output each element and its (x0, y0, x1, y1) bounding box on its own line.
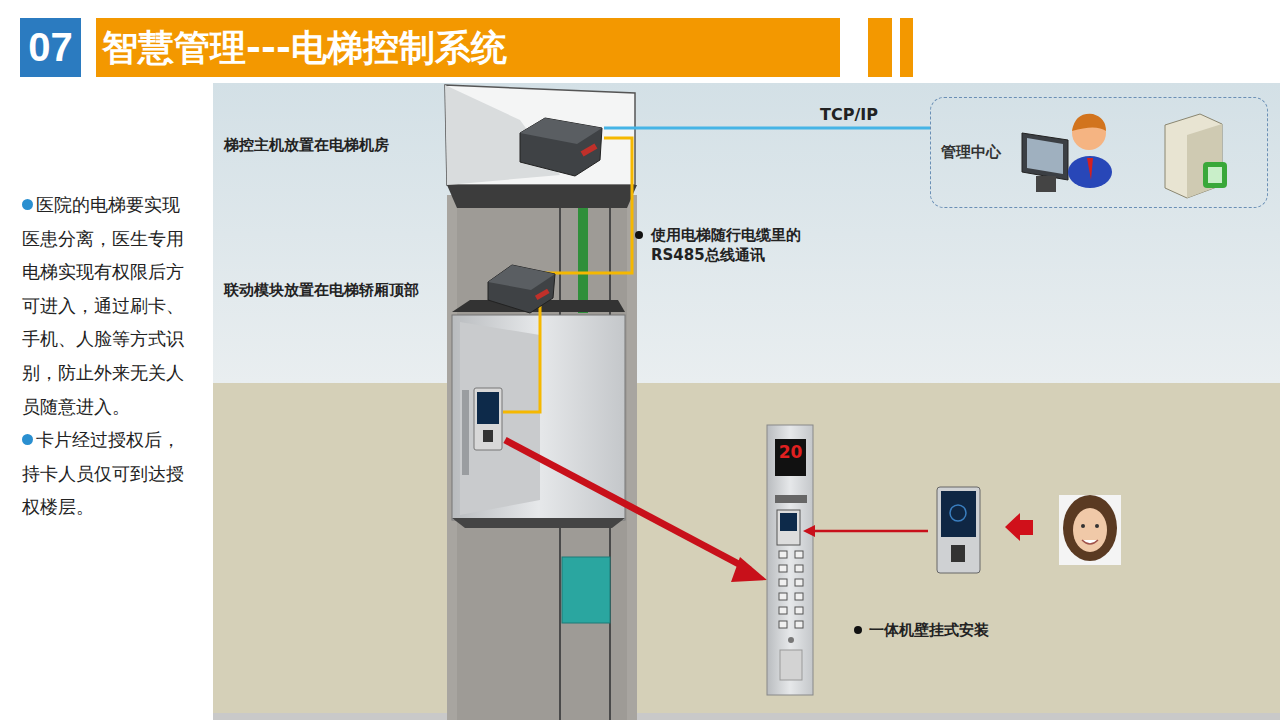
machine-room (445, 85, 635, 185)
earth-ground (213, 383, 1280, 720)
host-unit-top (520, 118, 602, 144)
protocol-label: TCP/IP (820, 105, 878, 125)
sky-ground (213, 83, 1280, 383)
red-arrow (505, 440, 750, 570)
bullet-paragraph: 医院的电梯要实现医患分离，医生专用电梯实现有权限后方可进入，通过刷卡、手机、人脸… (22, 188, 184, 423)
management-center-box: 管理中心 (930, 97, 1268, 208)
module-led (535, 289, 550, 300)
node-text: 07 (28, 25, 73, 70)
cabin-floor (452, 518, 625, 528)
callout-text: 梯控主机放置在电梯机房 (224, 135, 389, 155)
red-line (812, 530, 928, 533)
bullet-paragraph: 卡片经过授权后，持卡人员仅可到达授权楼层。 (22, 423, 184, 524)
slide-title: 智慧管理---电梯控制系统 (102, 18, 507, 77)
title-bar (96, 18, 840, 77)
callout-text: 一体机壁挂式安装 (869, 620, 989, 640)
wall-terminal-screen (941, 491, 976, 537)
paragraph-text: 卡片经过授权后，持卡人员仅可到达授权楼层。 (22, 429, 184, 517)
linkage-module (488, 265, 555, 313)
panel-screen (780, 513, 797, 531)
red-arrow-head (731, 557, 767, 582)
linkage-module-top (488, 265, 555, 290)
guide-rail (578, 205, 588, 313)
button-strip (462, 390, 469, 475)
user-tie (1087, 158, 1093, 180)
callout-dot (854, 626, 862, 634)
hall-panel (767, 425, 813, 695)
face-eye (1095, 524, 1099, 528)
node-text: 管理中心 (941, 143, 1001, 162)
floor-strip (213, 713, 1280, 720)
red-line-head (803, 525, 815, 537)
machine-room-floor (447, 185, 637, 208)
door-panel (562, 557, 610, 623)
wall-terminal-pad (951, 545, 965, 562)
face-hair (1063, 495, 1117, 561)
face-smile (1082, 540, 1098, 544)
face-eye (1081, 524, 1085, 528)
callout-text: 联动模块放置在电梯轿厢顶部 (224, 280, 419, 300)
face (1073, 508, 1107, 552)
terminal-screen (477, 392, 499, 424)
paragraph-text: 医院的电梯要实现医患分离，医生专用电梯实现有权限后方可进入，通过刷卡、手机、人脸… (22, 194, 184, 417)
text-column: 医院的电梯要实现医患分离，医生专用电梯实现有权限后方可进入，通过刷卡、手机、人脸… (22, 188, 184, 524)
tcp-line (604, 127, 930, 130)
bullet-dot (22, 199, 33, 210)
rs485-cable (503, 303, 540, 412)
monitor-stand (1036, 176, 1056, 192)
server-badge-grid (1208, 167, 1222, 183)
panel-slot (780, 650, 802, 680)
callout-dot (635, 231, 643, 239)
host-led (581, 143, 598, 156)
panel-keyhole (788, 637, 794, 643)
face-photo (1059, 495, 1121, 565)
panel-buttons (779, 551, 803, 628)
bullet-dot (22, 434, 33, 445)
cabin-interior (460, 322, 540, 515)
floor-number: 20 (775, 442, 806, 462)
section-number: 07 (20, 18, 81, 77)
wall-terminal-ring (950, 505, 966, 521)
wall-terminal (937, 487, 980, 573)
floor-display (775, 439, 806, 476)
callout-text: 使用电梯随行电缆里的 RS485总线通讯 (651, 225, 823, 265)
panel-plate (775, 495, 807, 503)
panel-terminal (777, 510, 800, 545)
user-body (1068, 156, 1112, 188)
deco-bar (900, 18, 913, 77)
fat-red-arrow (1005, 513, 1033, 541)
cabin-terminal (474, 388, 502, 450)
terminal-pad (483, 430, 493, 442)
monitor-screen (1027, 138, 1063, 174)
monitor-icon (1022, 133, 1068, 180)
deco-bar (868, 18, 892, 77)
server-badge (1203, 162, 1227, 188)
host-unit (520, 118, 602, 176)
user-hair (1072, 114, 1106, 131)
